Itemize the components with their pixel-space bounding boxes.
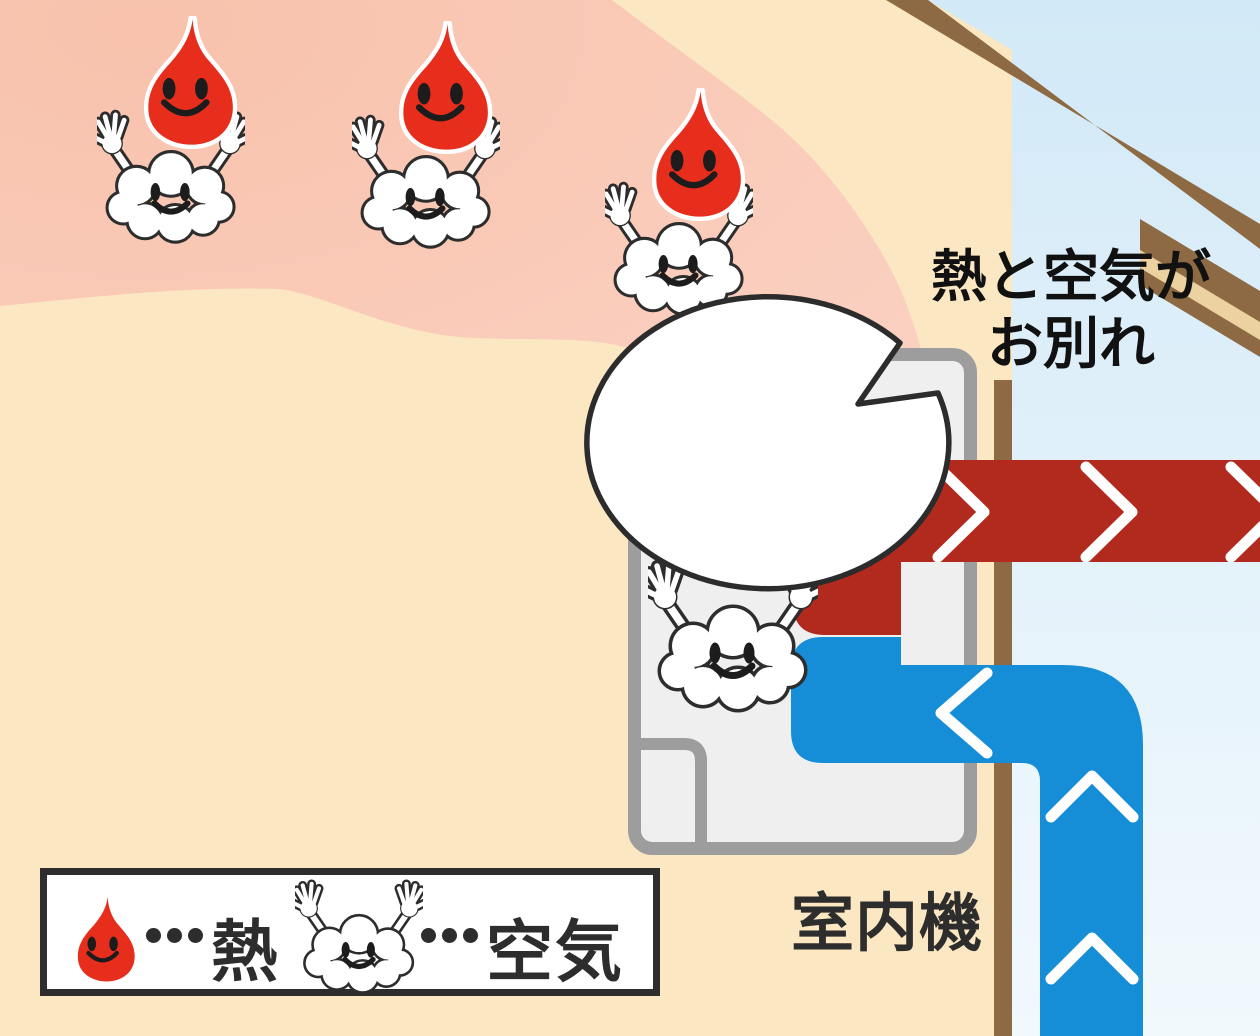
legend-heat-label: 熱	[211, 915, 278, 990]
speech-bubble	[584, 294, 952, 592]
heat-flow-chevrons	[932, 461, 1260, 563]
legend-box	[40, 868, 660, 996]
speech-bubble-line1: 熱と空気が	[931, 245, 1211, 308]
ellipsis-dots-heat-icon	[146, 927, 203, 943]
indoor-unit-label: 室内機	[791, 889, 983, 959]
speech-bubble-line2: お別れ	[987, 312, 1155, 375]
legend-air-label: 空気	[486, 915, 624, 990]
air-pipe-arrow	[791, 637, 1143, 1036]
unit-panel-seam	[634, 738, 707, 846]
air-flow-chevrons	[935, 667, 1139, 985]
roof-edge	[1140, 219, 1260, 357]
speech-bubble-text: 熱と空気が お別れ	[885, 243, 1257, 377]
ellipsis-dots-air-icon	[421, 927, 478, 943]
